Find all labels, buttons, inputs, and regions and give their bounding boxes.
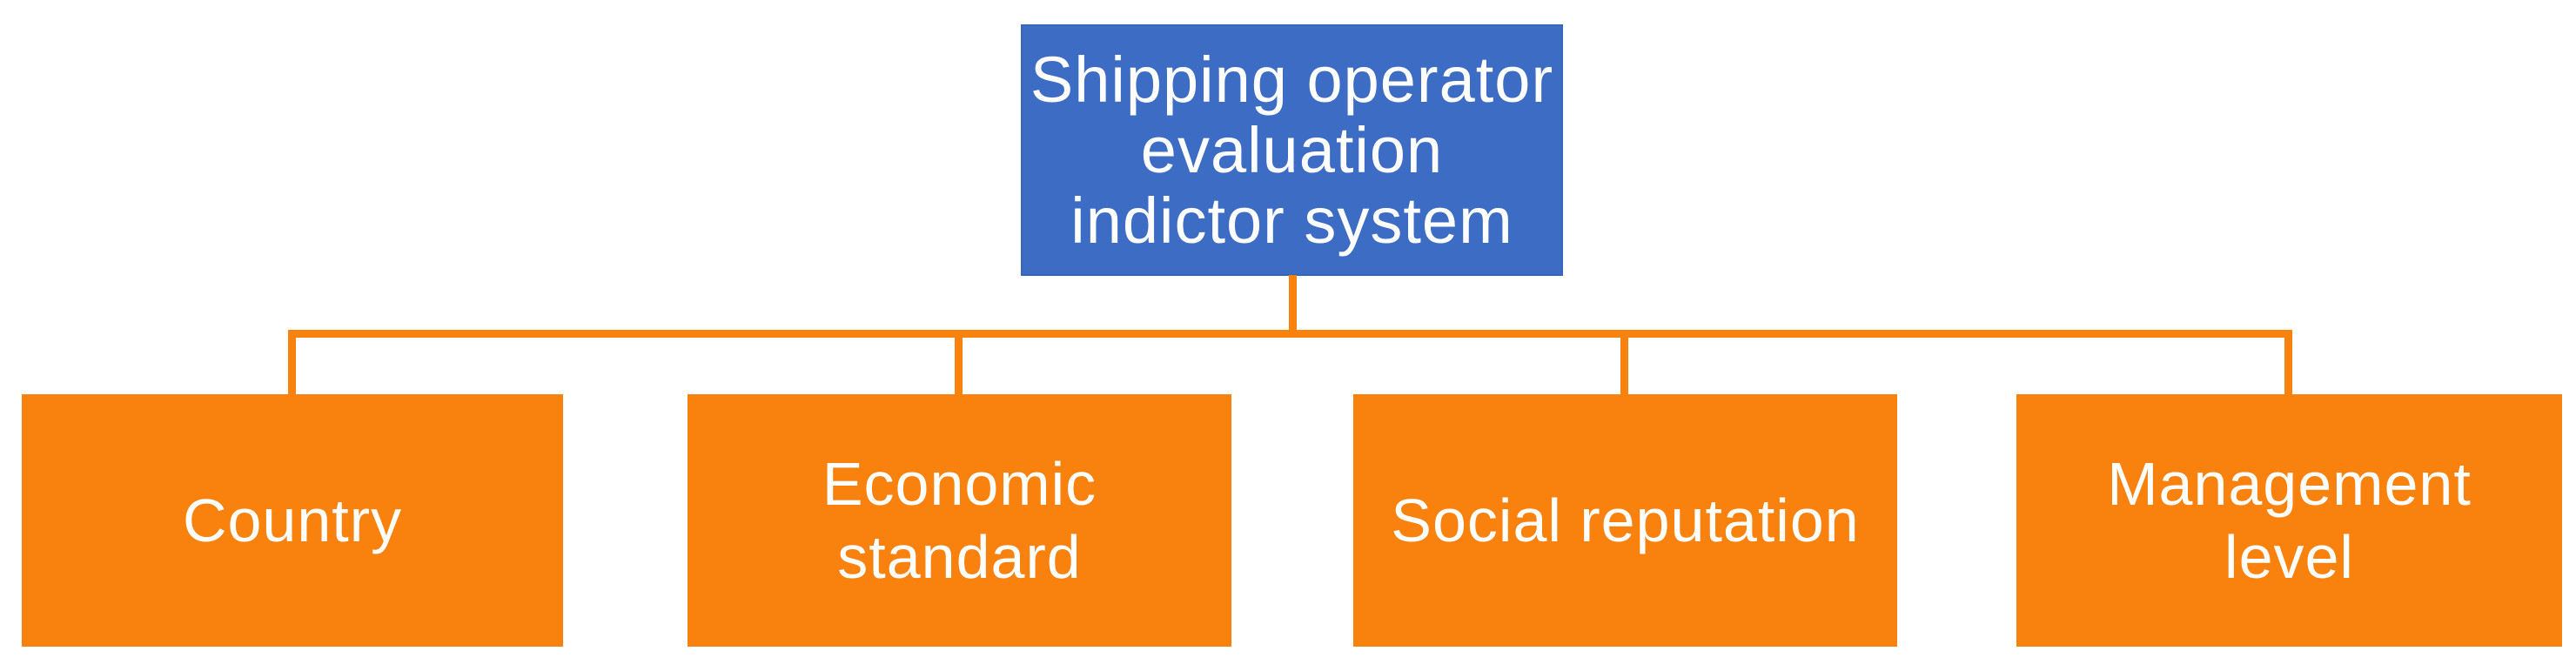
node-economic-standard-label: Economic standard [822, 450, 1097, 591]
node-social-reputation-label: Social reputation [1391, 486, 1860, 554]
node-economic-standard: Economic standard [688, 394, 1231, 647]
connector-trunk [1289, 275, 1297, 338]
node-country-label: Country [182, 486, 403, 554]
connector-horizontal-bar [288, 330, 2292, 338]
root-node-shipping-operator-evaluation: Shipping operator evaluation indictor sy… [1021, 24, 1563, 276]
node-country: Country [22, 394, 563, 647]
connector-drop-social-reputation [1620, 330, 1628, 394]
node-management-level: Management level [2016, 394, 2562, 647]
node-social-reputation: Social reputation [1353, 394, 1897, 647]
connector-drop-country [288, 330, 296, 394]
root-node-label: Shipping operator evaluation indictor sy… [1030, 44, 1554, 257]
connector-drop-economic-standard [955, 330, 963, 394]
connector-drop-management-level [2284, 330, 2292, 394]
node-management-level-label: Management level [2107, 450, 2472, 591]
